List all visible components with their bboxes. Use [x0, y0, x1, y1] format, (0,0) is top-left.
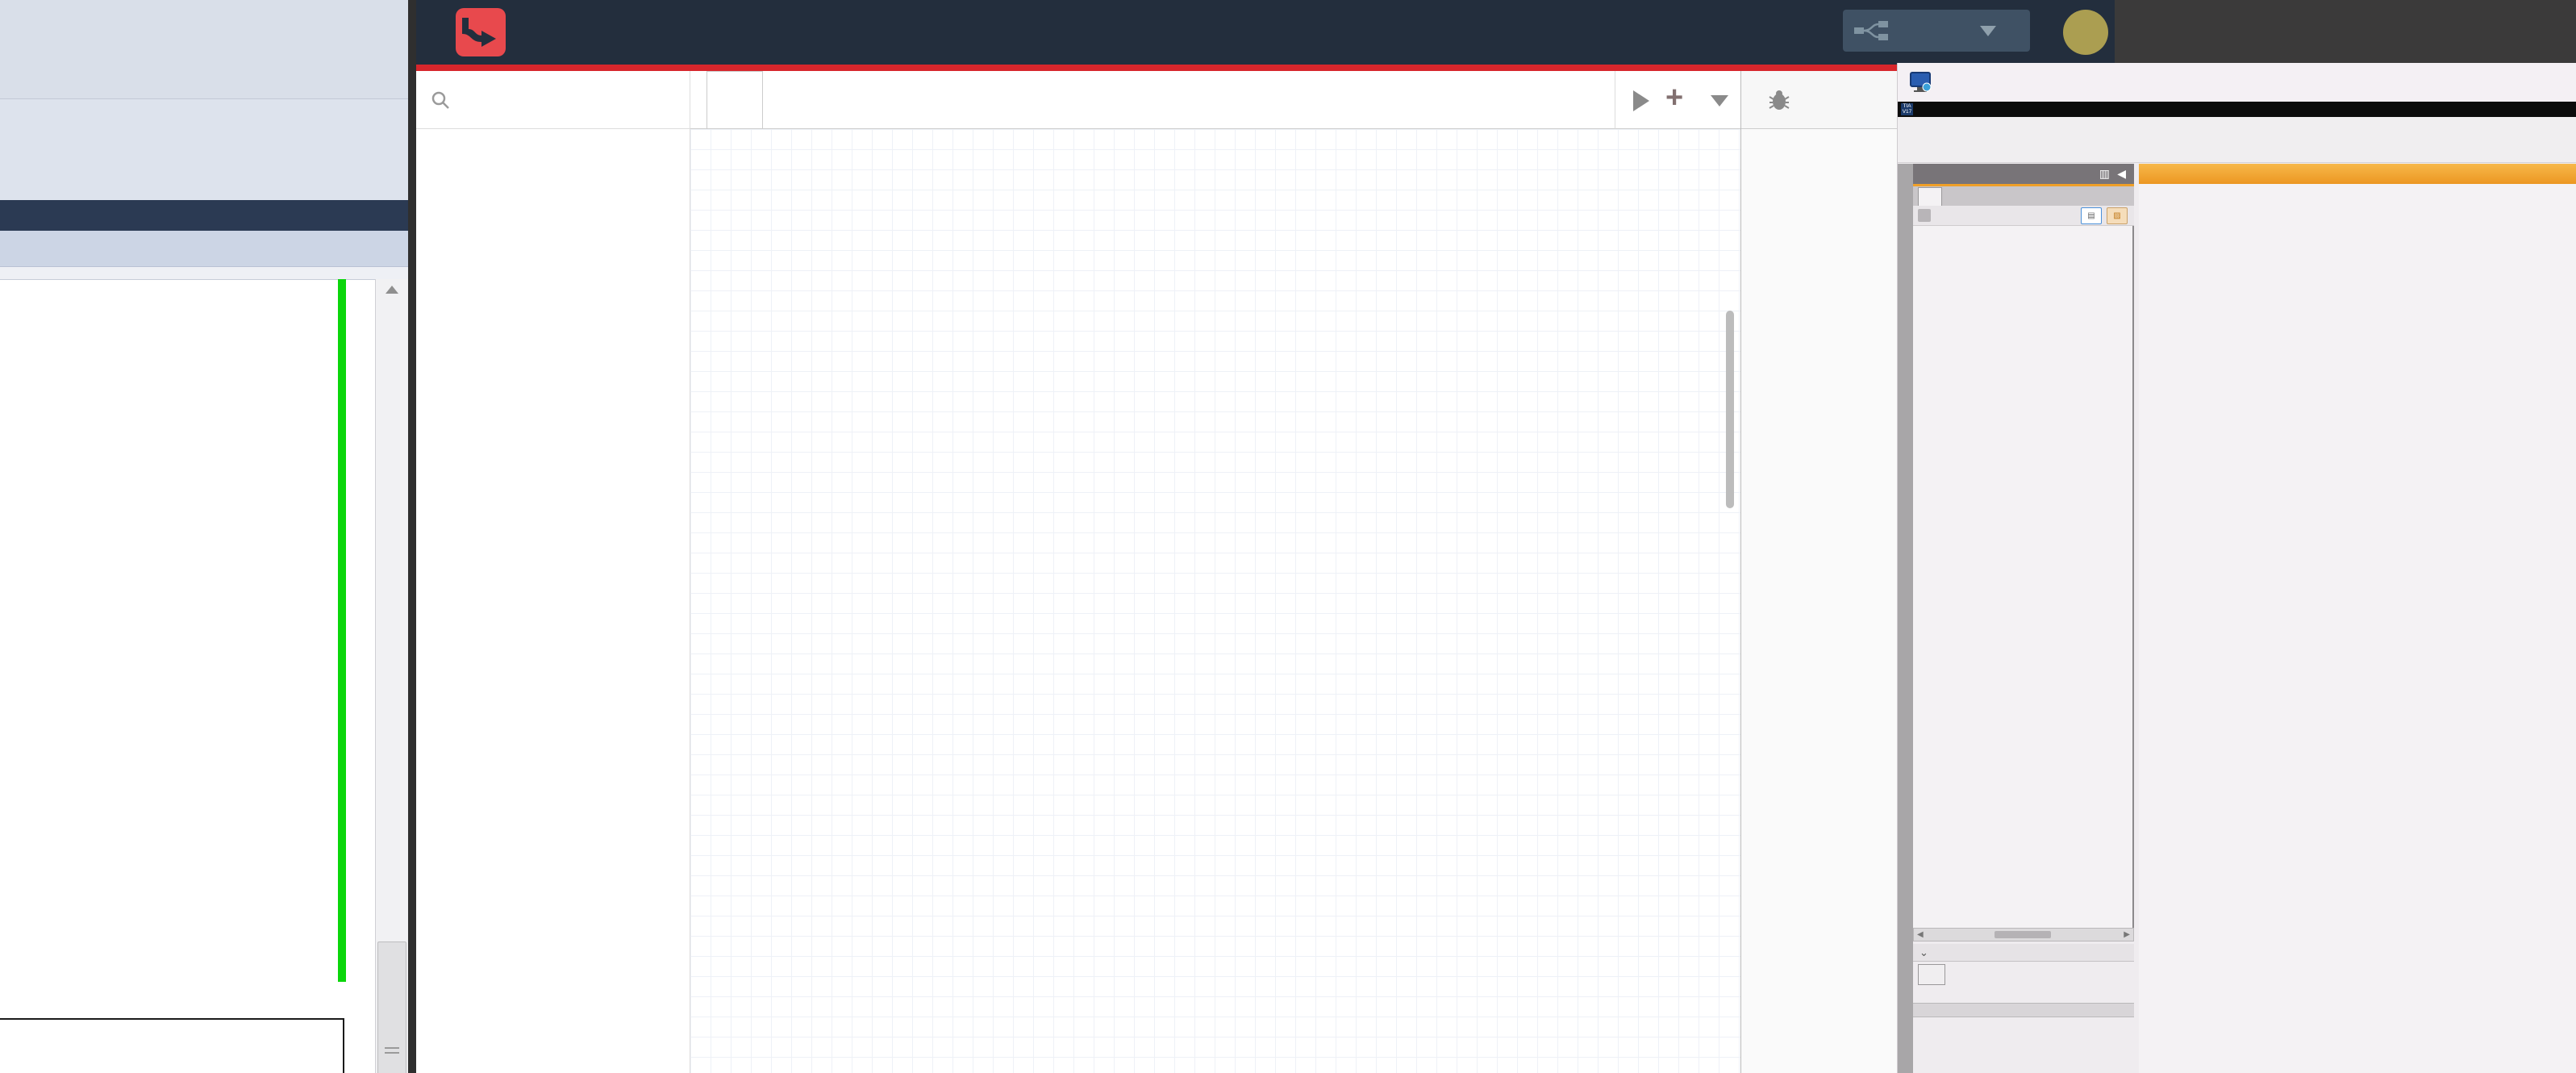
tab-line4-to-stacklight[interactable] — [707, 71, 763, 128]
project-tree-hscrollbar[interactable]: ◀ ▶ — [1913, 928, 2134, 941]
tree-view-icon[interactable]: ▤ — [2081, 207, 2102, 224]
flow-canvas[interactable] — [690, 129, 1740, 1073]
deploy-icon — [1854, 21, 1890, 40]
project-tree-tabs — [1913, 186, 2134, 206]
remote-desktop-window: TIAV17 ▥ ◀ ▤ ▨ ◀ ▶ ⌄ — [1897, 63, 2576, 1073]
nodered-header — [416, 0, 2115, 65]
tree-filter-icon[interactable] — [1918, 209, 1931, 222]
tia-app-icon: TIAV17 — [1901, 103, 1913, 115]
workspace-tabbar — [690, 71, 1615, 129]
ladder-top-band — [0, 0, 408, 99]
hscroll-thumb[interactable] — [1995, 931, 2051, 938]
ladder-subtitle-band — [0, 231, 408, 267]
tab-list-dropdown-icon[interactable] — [1711, 95, 1728, 106]
project-tree-header: ▥ ◀ — [1913, 164, 2134, 186]
rung-divider — [0, 1018, 344, 1020]
scroll-up-arrow-icon[interactable] — [386, 286, 398, 294]
details-view-columns — [1913, 1003, 2134, 1017]
workspace-toolbar: + — [1615, 71, 1740, 129]
scroll-right-icon[interactable]: ▶ — [2124, 930, 2130, 939]
project-tree — [1913, 226, 2134, 928]
header-accent-line — [416, 65, 2115, 71]
avatar[interactable] — [2063, 10, 2108, 55]
ladder-title-band — [0, 200, 408, 231]
rdp-titlebar[interactable] — [1898, 63, 2576, 102]
filter-nodes-input[interactable] — [456, 89, 661, 111]
project-tree-iconrow: ▤ ▨ — [1913, 206, 2134, 226]
tia-toolbar — [1898, 139, 2576, 163]
pin-panel-icon[interactable]: ▥ — [2099, 164, 2110, 184]
run-flow-icon[interactable] — [1633, 90, 1649, 111]
ladder-top-band2 — [0, 99, 408, 200]
plc-programming-side-tab[interactable] — [1898, 164, 1913, 1073]
breadcrumb[interactable] — [2139, 164, 2576, 184]
nodered-logo-icon — [456, 8, 506, 56]
scroll-left-icon[interactable]: ◀ — [1917, 930, 1924, 939]
node-palette — [416, 129, 690, 1073]
ladder-power-rail — [338, 279, 346, 982]
tia-titlebar[interactable]: TIAV17 — [1898, 102, 2576, 117]
ladder-scroll-thumb[interactable] — [377, 941, 406, 1073]
deploy-dropdown-icon[interactable] — [1980, 26, 1996, 36]
deploy-button[interactable] — [1843, 10, 2030, 52]
tree-expand-icon[interactable]: ▨ — [2107, 207, 2128, 224]
bug-icon — [1767, 89, 1791, 111]
details-view-header[interactable]: ⌄ — [1913, 944, 2134, 962]
search-icon — [431, 90, 450, 110]
ladder-editor-window — [0, 0, 408, 1073]
window-gap — [408, 0, 416, 1073]
rung-divider-rail — [343, 1018, 344, 1073]
details-view-tab[interactable] — [1918, 964, 1945, 985]
collapse-panel-icon[interactable]: ◀ — [2117, 164, 2126, 184]
desktop-background — [2115, 0, 2576, 63]
tia-menubar — [1898, 117, 2576, 139]
tab-devices[interactable] — [1918, 187, 1942, 207]
palette-filter[interactable] — [416, 71, 690, 129]
ladder-toolstrip — [0, 267, 408, 280]
rdp-app-icon — [1909, 71, 1933, 94]
add-flow-icon[interactable]: + — [1665, 81, 1683, 115]
canvas-scrollbar-thumb[interactable] — [1726, 311, 1734, 508]
tia-work-area — [2139, 184, 2576, 1073]
chevron-down-icon: ⌄ — [1919, 946, 1928, 958]
